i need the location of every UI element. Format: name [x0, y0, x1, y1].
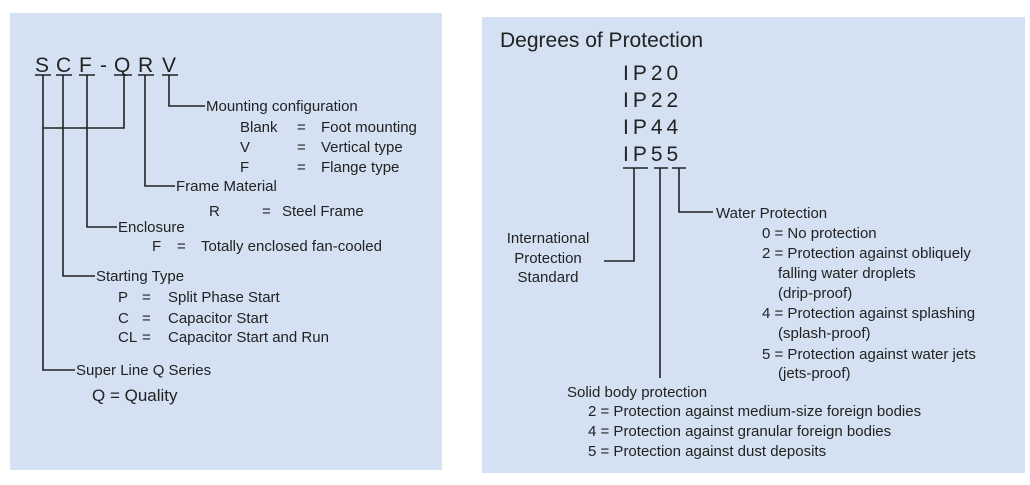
- left-panel: [10, 13, 442, 470]
- meaning: Totally enclosed fan-cooled: [201, 238, 382, 255]
- ip-code: IP44: [623, 116, 682, 139]
- code: V: [240, 139, 250, 156]
- water-title: Water Protection: [716, 205, 827, 222]
- standard-label: Standard: [518, 269, 579, 286]
- equals: =: [142, 310, 151, 327]
- starting-title: Starting Type: [96, 268, 184, 285]
- equals: =: [297, 139, 306, 156]
- water-line: falling water droplets: [778, 265, 916, 282]
- series-note: Q = Quality: [92, 386, 178, 405]
- solid-line: 5 = Protection against dust deposits: [588, 443, 826, 460]
- water-line: (drip-proof): [778, 285, 852, 302]
- solid-line: 4 = Protection against granular foreign …: [588, 423, 891, 440]
- mounting-title: Mounting configuration: [206, 98, 358, 115]
- right-panel: [482, 17, 1025, 473]
- code-letter: Q: [114, 54, 130, 77]
- water-line: 0 = No protection: [762, 225, 877, 242]
- code-letter: S: [35, 54, 49, 77]
- code-letter: F: [79, 54, 92, 77]
- code-letter: V: [162, 54, 176, 77]
- equals: =: [142, 329, 151, 346]
- meaning: Capacitor Start and Run: [168, 329, 329, 346]
- ip-code: IP55: [623, 143, 682, 166]
- equals: =: [142, 289, 151, 306]
- water-line: (jets-proof): [778, 365, 851, 382]
- solid-title: Solid body protection: [567, 384, 707, 401]
- ip-codes: IP20 IP22 IP44 IP55: [623, 62, 682, 166]
- meaning: Vertical type: [321, 139, 403, 156]
- series-title: Super Line Q Series: [76, 362, 211, 379]
- connector-lines: [35, 74, 205, 371]
- equals: =: [262, 203, 271, 220]
- equals: =: [297, 159, 306, 176]
- enclosure-title: Enclosure: [118, 219, 185, 236]
- code: P: [118, 289, 128, 306]
- water-line: 5 = Protection against water jets: [762, 346, 976, 363]
- equals: =: [177, 238, 186, 255]
- code: F: [152, 238, 161, 255]
- code: F: [240, 159, 249, 176]
- code-letter: C: [56, 54, 71, 77]
- code-letter: R: [138, 54, 153, 77]
- solid-line: 2 = Protection against medium-size forei…: [588, 403, 921, 420]
- ip-connector-lines: [604, 167, 713, 378]
- water-line: (splash-proof): [778, 325, 871, 342]
- meaning: Foot mounting: [321, 119, 417, 136]
- meaning: Steel Frame: [282, 203, 364, 220]
- code-letter: -: [100, 54, 107, 77]
- meaning: Capacitor Start: [168, 310, 269, 327]
- equals: =: [297, 119, 306, 136]
- ip-code: IP22: [623, 89, 682, 112]
- meaning: Split Phase Start: [168, 289, 281, 306]
- ip-code: IP20: [623, 62, 682, 85]
- protection-title: Degrees of Protection: [500, 29, 703, 52]
- code: CL: [118, 329, 137, 346]
- standard-label: Protection: [514, 250, 582, 267]
- code: C: [118, 310, 129, 327]
- water-line: 4 = Protection against splashing: [762, 305, 975, 322]
- water-line: 2 = Protection against obliquely: [762, 245, 971, 262]
- frame-title: Frame Material: [176, 178, 277, 195]
- code: Blank: [240, 119, 278, 136]
- model-code: S C F - Q R V: [35, 54, 176, 77]
- meaning: Flange type: [321, 159, 399, 176]
- code: R: [209, 203, 220, 220]
- standard-label: International: [507, 230, 590, 247]
